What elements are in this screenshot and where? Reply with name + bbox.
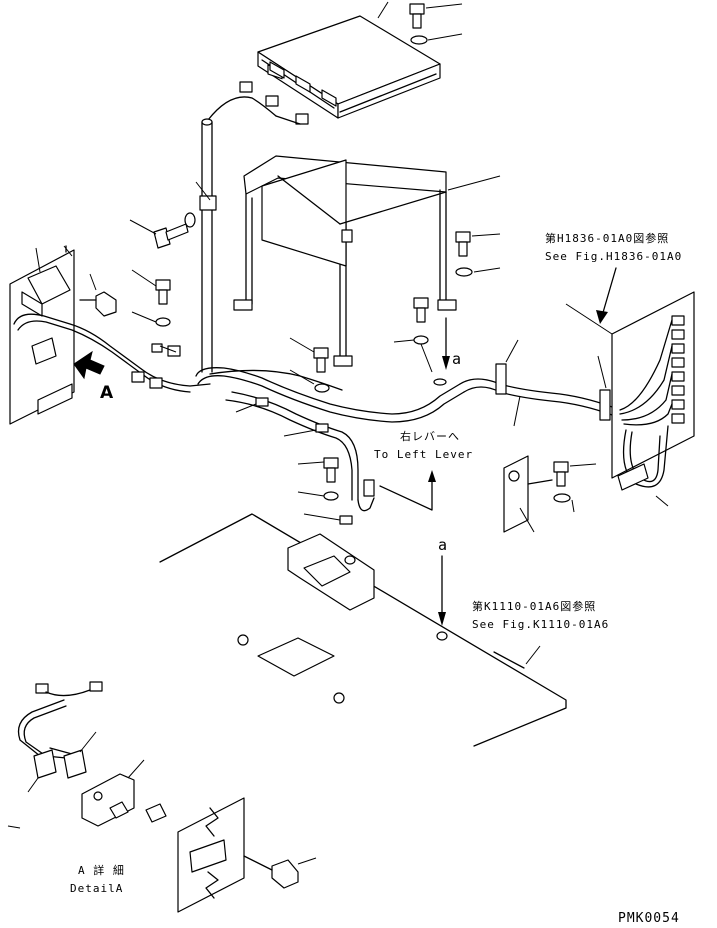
bolt-left-2 <box>131 269 171 327</box>
controller-box <box>257 1 441 119</box>
controller-harness <box>207 81 309 125</box>
vertical-pipe <box>195 118 217 373</box>
bolt-center-1 <box>289 337 330 393</box>
ref-h1836-en: See Fig.H1836-01A0 <box>545 250 682 263</box>
lever-callout: 右レバーへ To Left Lever <box>374 429 473 511</box>
ref-k1110-jp: 第K1110-01A6図参照 <box>472 599 596 613</box>
main-harness <box>13 313 621 512</box>
ref-h1836: 第H1836-01A0図参照 See Fig.H1836-01A0 <box>545 231 682 324</box>
harness-clamps <box>235 339 611 525</box>
detail-jp: A 詳 細 <box>78 863 125 877</box>
detail-en: DetailA <box>70 882 123 895</box>
marker-a-mid: a <box>438 536 448 554</box>
arrow-a-top: a <box>433 317 462 386</box>
panel-bolt <box>79 273 117 317</box>
marker-a-top: a <box>452 350 462 368</box>
floor-plate <box>159 513 567 747</box>
view-a-arrow: A <box>73 350 114 403</box>
bolt-frame-right <box>447 175 501 277</box>
detail-a: A 詳 細 DetailA <box>7 681 317 913</box>
lever-jp: 右レバーへ <box>400 429 460 443</box>
left-panel <box>9 245 75 425</box>
ref-k1110-en: See Fig.K1110-01A6 <box>472 618 609 631</box>
lever-en: To Left Lever <box>374 448 473 461</box>
view-a-label: A <box>100 383 114 403</box>
arrow-a-mid: a <box>438 536 448 626</box>
right-bracket <box>503 455 597 533</box>
ref-k1110: 第K1110-01A6図参照 See Fig.K1110-01A6 <box>472 599 609 631</box>
mount-frame <box>233 155 457 367</box>
bolt-frame-mid <box>393 297 433 373</box>
bolt-top <box>409 3 463 45</box>
bolt-left-1 <box>129 212 196 249</box>
bolt-center-2 <box>297 457 339 501</box>
right-connector-panel <box>565 291 695 507</box>
drawing-code: PMK0054 <box>618 911 680 926</box>
harness-connectors <box>131 343 375 497</box>
ref-h1836-jp: 第H1836-01A0図参照 <box>545 231 669 245</box>
